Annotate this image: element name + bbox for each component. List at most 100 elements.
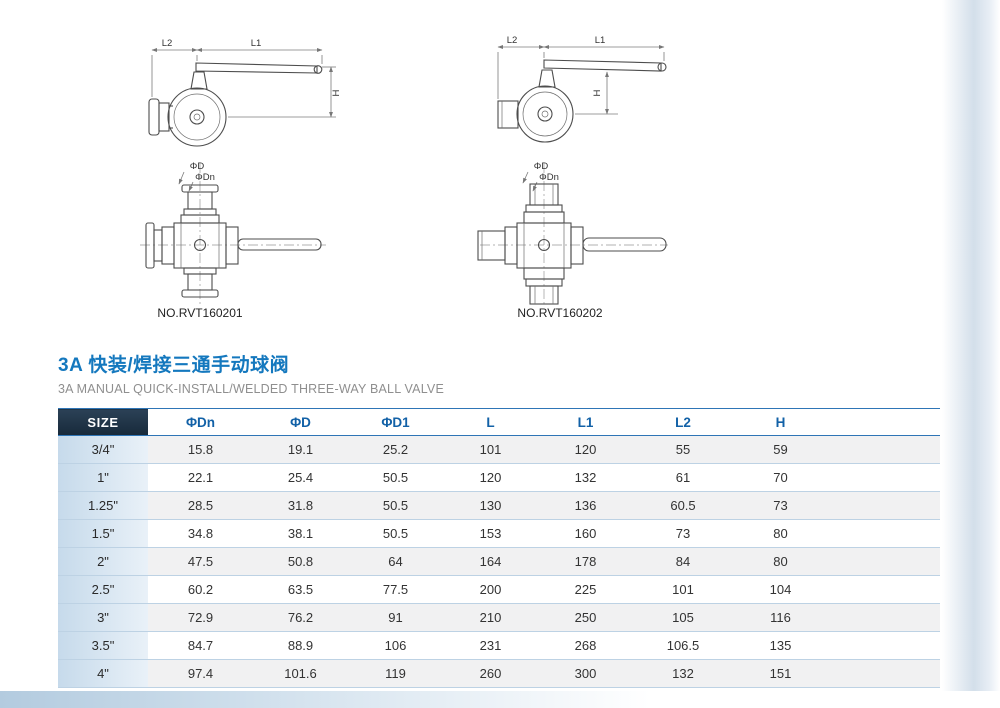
spacer-cell (828, 603, 940, 632)
size-cell: 2" (58, 547, 148, 576)
value-cell: 72.9 (148, 603, 253, 632)
drawing-valve2-front-view: ΦD ΦDn NO.RVT160202 (477, 161, 668, 320)
value-cell: 25.2 (348, 435, 443, 464)
value-cell: 132 (538, 463, 633, 492)
value-cell: 80 (733, 519, 828, 548)
value-cell: 101.6 (253, 659, 348, 688)
value-cell: 105 (633, 603, 733, 632)
spacer-cell (828, 631, 940, 660)
value-cell: 31.8 (253, 491, 348, 520)
value-cell: 25.4 (253, 463, 348, 492)
value-cell: 135 (733, 631, 828, 660)
handle-stem (190, 71, 208, 90)
value-cell: 210 (443, 603, 538, 632)
value-cell: 73 (733, 491, 828, 520)
drawing-valve1-front-view: ΦD ΦDn NO.RVT160201 (140, 161, 326, 320)
clamp-ferrule (148, 98, 160, 136)
technical-drawings: L2 L1 H ΦD ΦDn NO.RVT160201 (140, 35, 668, 320)
value-cell: 59 (733, 435, 828, 464)
bottom-port-tube (529, 285, 559, 305)
valve-handle-front (237, 238, 322, 251)
value-cell: 250 (538, 603, 633, 632)
title-block: 3A 快装/焊接三通手动球阀 3A MANUAL QUICK-INSTALL/W… (58, 350, 444, 396)
dim-label-l2: L2 (162, 38, 173, 49)
value-cell: 136 (538, 491, 633, 520)
valve-handle (543, 59, 662, 72)
value-cell: 101 (633, 575, 733, 604)
page-bottom-gradient (0, 691, 1000, 708)
left-port-tube (477, 230, 506, 261)
value-cell: 106 (348, 631, 443, 660)
value-cell: 178 (538, 547, 633, 576)
col-header-l: L (443, 408, 538, 436)
value-cell: 120 (538, 435, 633, 464)
value-cell: 88.9 (253, 631, 348, 660)
value-cell: 225 (538, 575, 633, 604)
drawing-number-2: NO.RVT160202 (517, 306, 602, 320)
col-header-l1: L1 (538, 408, 633, 436)
value-cell: 164 (443, 547, 538, 576)
spacer-cell (828, 575, 940, 604)
size-cell: 3/4" (58, 435, 148, 464)
spacer-cell (828, 491, 940, 520)
value-cell: 106.5 (633, 631, 733, 660)
col-header-dn: ΦDn (148, 408, 253, 436)
value-cell: 50.5 (348, 463, 443, 492)
size-cell: 1.25" (58, 491, 148, 520)
value-cell: 132 (633, 659, 733, 688)
spacer-cell (828, 519, 940, 548)
size-cell: 4" (58, 659, 148, 688)
dim-label-l2: L2 (507, 35, 518, 46)
value-cell: 97.4 (148, 659, 253, 688)
spacer-cell (828, 659, 940, 688)
value-cell: 91 (348, 603, 443, 632)
value-cell: 101 (443, 435, 538, 464)
drawing-number-1: NO.RVT160201 (157, 306, 242, 320)
value-cell: 60.5 (633, 491, 733, 520)
bottom-port-ferrule (181, 289, 219, 298)
left-port-ferrule (145, 222, 155, 269)
handle-stem (538, 69, 556, 88)
size-cell: 1" (58, 463, 148, 492)
col-header-spacer (828, 408, 940, 436)
value-cell: 73 (633, 519, 733, 548)
col-header-l2: L2 (633, 408, 733, 436)
dim-label-phi-d: ΦD (190, 161, 205, 172)
value-cell: 231 (443, 631, 538, 660)
spacer-cell (828, 463, 940, 492)
dim-label-phi-d: ΦD (534, 161, 549, 172)
value-cell: 300 (538, 659, 633, 688)
value-cell: 60.2 (148, 575, 253, 604)
table-header-row: SIZE ΦDn ΦD ΦD1 L L1 L2 H (58, 408, 940, 436)
valve-handle (195, 62, 318, 74)
size-cell: 3" (58, 603, 148, 632)
spacer-cell (828, 435, 940, 464)
dim-label-phi-dn: ΦDn (539, 172, 559, 183)
col-header-h: H (733, 408, 828, 436)
value-cell: 153 (443, 519, 538, 548)
value-cell: 104 (733, 575, 828, 604)
value-cell: 38.1 (253, 519, 348, 548)
drawing-valve1-side-view: L2 L1 H (148, 38, 342, 147)
valve-body-circle (516, 85, 574, 143)
page-edge-gradient (942, 0, 1000, 708)
value-cell: 64 (348, 547, 443, 576)
value-cell: 70 (733, 463, 828, 492)
value-cell: 63.5 (253, 575, 348, 604)
size-cell: 1.5" (58, 519, 148, 548)
value-cell: 28.5 (148, 491, 253, 520)
value-cell: 130 (443, 491, 538, 520)
value-cell: 260 (443, 659, 538, 688)
value-cell: 160 (538, 519, 633, 548)
value-cell: 116 (733, 603, 828, 632)
value-cell: 84.7 (148, 631, 253, 660)
